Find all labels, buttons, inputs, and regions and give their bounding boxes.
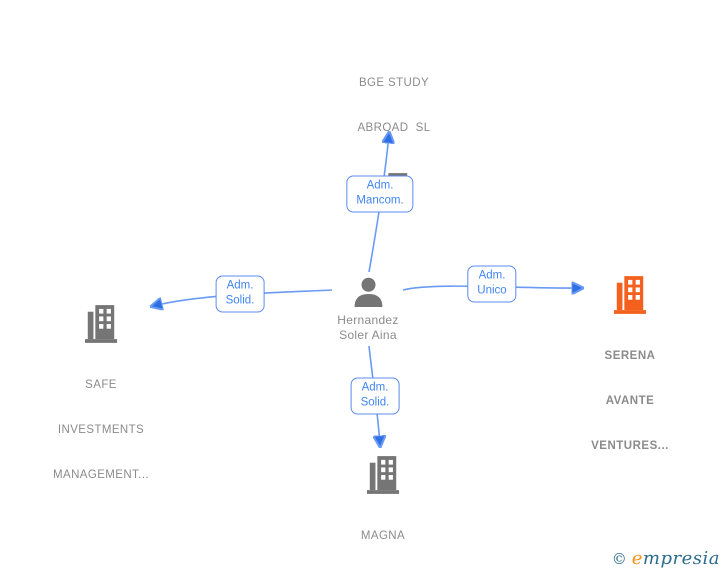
company-name: SERENA AVANTE VENTURES... <box>591 350 669 452</box>
edge-label-adm-unico: Adm.Unico <box>467 265 517 303</box>
building-icon-highlighted <box>613 276 647 314</box>
building-icon <box>366 456 400 494</box>
person-icon <box>354 277 382 307</box>
edge-label-adm-mancom: Adm.Mancom. <box>346 175 414 213</box>
edge-label-adm-solid-left: Adm.Solid. <box>215 275 265 313</box>
copyright-symbol: © <box>611 550 627 568</box>
empresia-logo[interactable]: © empresia <box>612 548 720 569</box>
company-name: SAFE INVESTMENTS MANAGEMENT... <box>53 379 149 481</box>
company-node-magna-privat[interactable]: MAGNA PRIVAT SL <box>303 456 463 575</box>
person-node-hernandez-soler-aina[interactable]: Hernandez Soler Aina <box>288 276 448 343</box>
company-name: BGE STUDY ABROAD SL <box>357 77 431 134</box>
company-name: MAGNA PRIVAT SL <box>360 530 406 542</box>
company-node-serena-avante[interactable]: SERENA AVANTE VENTURES... <box>550 276 710 484</box>
empresia-wordmark: empresia <box>631 548 720 569</box>
person-name: Hernandez Soler Aina <box>337 313 399 342</box>
edge-label-adm-solid-bottom: Adm.Solid. <box>350 377 400 415</box>
company-node-safe-investments[interactable]: SAFE INVESTMENTS MANAGEMENT... <box>21 305 181 513</box>
building-icon <box>84 305 118 343</box>
